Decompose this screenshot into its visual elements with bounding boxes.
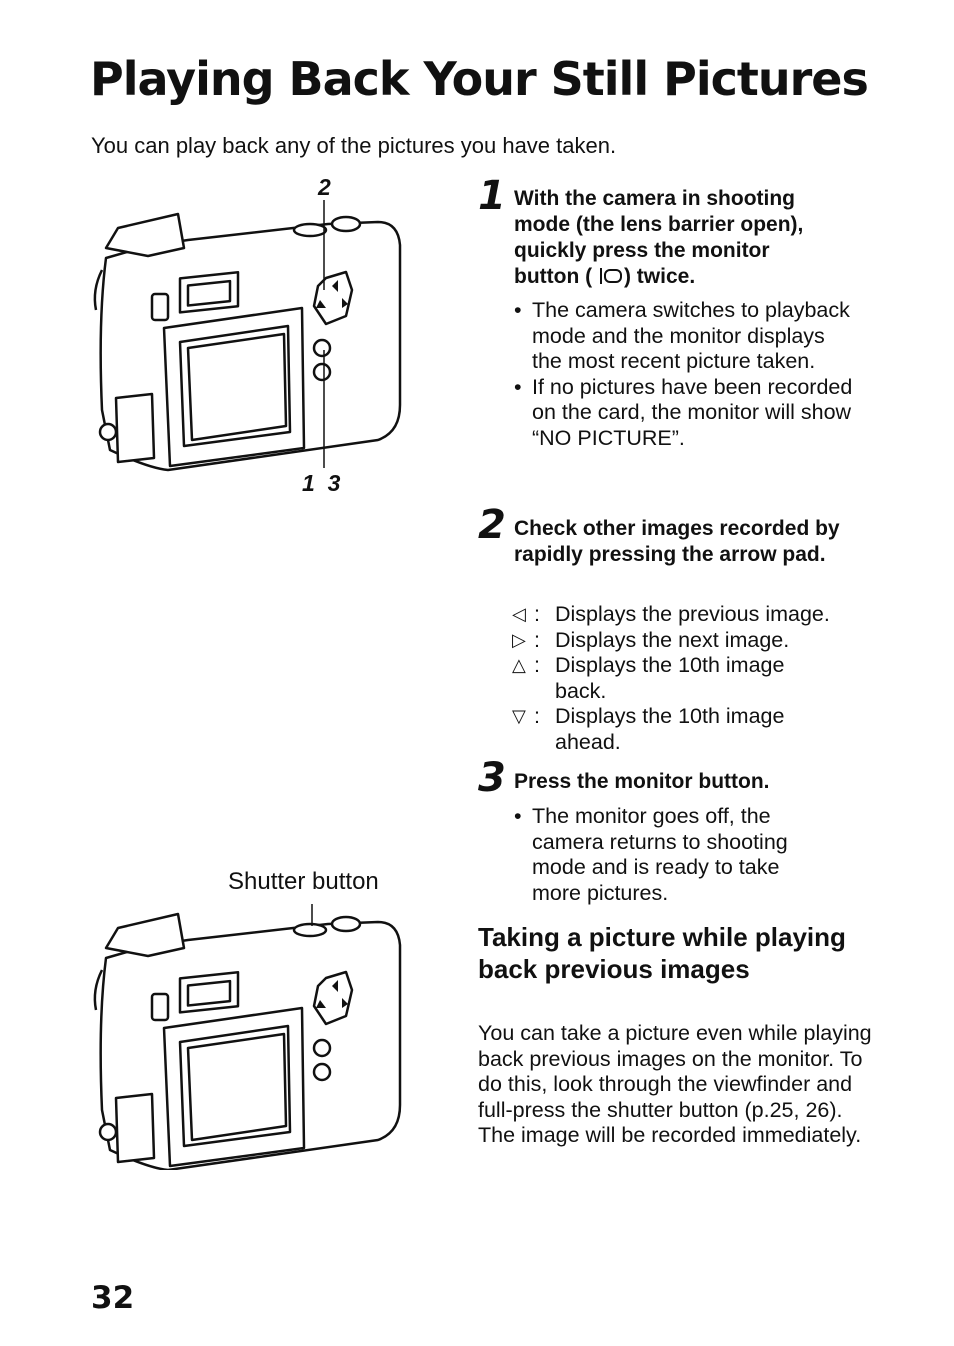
list-item: The camera switches to playback mode and…: [514, 298, 854, 375]
step-1-number: 1: [478, 173, 506, 219]
list-item: The monitor goes off, the camera returns…: [514, 804, 834, 906]
step-2-arrow-list: ◁ : Displays the previous image. ▷ : Dis…: [512, 602, 882, 755]
shutter-button-label: Shutter button: [228, 868, 379, 895]
down-arrow-icon: ▽: [512, 706, 526, 726]
left-arrow-icon: ◁: [512, 604, 526, 624]
up-arrow-icon: △: [512, 655, 526, 675]
page-title: Playing Back Your Still Pictures: [90, 52, 869, 106]
step-3-heading: Press the monitor button.: [514, 770, 770, 793]
step-1-heading: With the camera in shooting mode (the le…: [514, 187, 804, 288]
list-item: If no pictures have been recorded on the…: [514, 375, 854, 452]
list-item: △ : Displays the 10th image back.: [512, 653, 785, 703]
list-item: ▽ : Displays the 10th image ahead.: [512, 704, 785, 754]
intro-text: You can play back any of the pictures yo…: [91, 133, 617, 158]
step-2-number: 2: [478, 502, 506, 548]
list-item: ◁ : Displays the previous image.: [512, 602, 830, 626]
subsection-heading: Taking a picture while playing back prev…: [478, 922, 846, 984]
step-2-heading: Check other images recorded by rapidly p…: [514, 517, 840, 566]
page-number: 32: [91, 1280, 135, 1316]
right-arrow-icon: ▷: [512, 629, 526, 650]
step-3-number: 3: [478, 755, 506, 801]
step-1-bullets: The camera switches to playback mode and…: [514, 298, 854, 451]
subsection-body: You can take a picture even while playin…: [478, 1021, 872, 1147]
callout-1-3: 1 3: [302, 470, 341, 496]
callout-2: 2: [318, 174, 331, 200]
camera-back-illustration-1: [93, 200, 402, 472]
monitor-button-icon: [599, 268, 622, 284]
step-3-bullets: The monitor goes off, the camera returns…: [514, 804, 834, 906]
camera-back-illustration-2: [93, 904, 402, 1170]
list-item: ▷ : Displays the next image.: [512, 627, 790, 652]
